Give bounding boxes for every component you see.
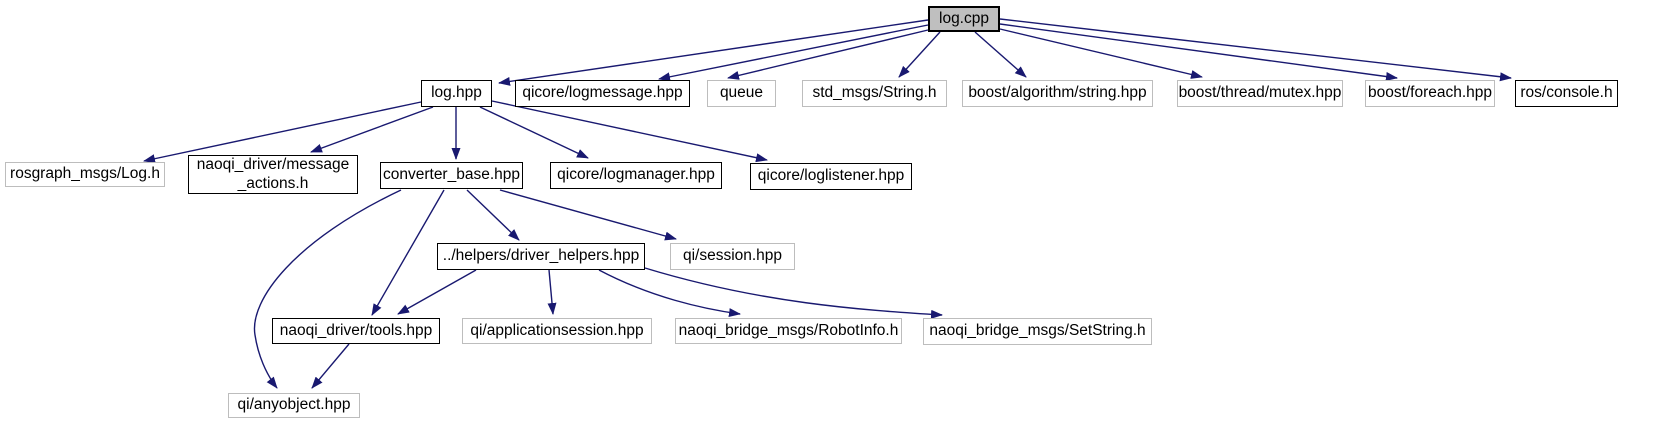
node-label-log-cpp: log.cpp	[939, 9, 989, 27]
edge-log-cpp-to-log-hpp	[498, 19, 929, 86]
node-rosgraph-log: rosgraph_msgs/Log.h	[5, 162, 165, 187]
node-label-qicore-logmessage: qicore/logmessage.hpp	[522, 84, 683, 102]
node-label-boost-foreach: boost/foreach.hpp	[1367, 84, 1493, 102]
node-boost-algorithm: boost/algorithm/string.hpp	[962, 80, 1153, 107]
node-converter-base[interactable]: converter_base.hpp	[380, 162, 523, 189]
node-applicationsession: qi/applicationsession.hpp	[462, 318, 652, 344]
node-qicore-logmanager[interactable]: qicore/logmanager.hpp	[550, 162, 722, 189]
edge-log-hpp-to-message-actions	[310, 106, 434, 153]
edge-converter-base-to-driver-helpers	[466, 189, 520, 241]
node-driver-helpers[interactable]: ../helpers/driver_helpers.hpp	[437, 243, 645, 270]
node-label-setstring: naoqi_bridge_msgs/SetString.h	[929, 322, 1146, 340]
node-label-boost-algorithm: boost/algorithm/string.hpp	[968, 84, 1147, 102]
node-label-log-hpp: log.hpp	[431, 84, 482, 102]
edge-log-cpp-to-boost-foreach	[999, 23, 1398, 81]
node-label-qicore-loglistener: qicore/loglistener.hpp	[757, 167, 905, 185]
node-qi-session: qi/session.hpp	[670, 243, 795, 270]
edge-converter-base-to-qi-session	[499, 189, 677, 241]
node-qicore-loglistener[interactable]: qicore/loglistener.hpp	[750, 163, 912, 190]
edge-converter-base-to-tools	[371, 189, 445, 316]
node-boost-mutex: boost/thread/mutex.hpp	[1177, 80, 1343, 107]
node-label-driver-helpers: ../helpers/driver_helpers.hpp	[442, 247, 640, 265]
node-label-message-actions: naoqi_driver/message _actions.h	[196, 155, 350, 192]
edge-log-cpp-to-boost-mutex	[999, 28, 1203, 79]
node-label-qi-session: qi/session.hpp	[682, 247, 783, 265]
node-label-tools: naoqi_driver/tools.hpp	[279, 321, 433, 339]
node-label-robotinfo: naoqi_bridge_msgs/RobotInfo.h	[678, 321, 899, 339]
edge-tools-to-qi-anyobject	[311, 343, 350, 389]
edge-log-hpp-to-rosgraph-log	[143, 101, 422, 164]
edge-log-cpp-to-ros-console	[999, 18, 1512, 82]
node-label-qi-anyobject: qi/anyobject.hpp	[237, 396, 351, 414]
edge-log-cpp-to-queue	[727, 29, 929, 80]
node-label-applicationsession: qi/applicationsession.hpp	[470, 321, 644, 339]
node-log-cpp: log.cpp	[928, 6, 1000, 32]
edge-log-cpp-to-qicore-logmessage	[658, 24, 929, 82]
node-qi-anyobject: qi/anyobject.hpp	[228, 393, 360, 418]
node-label-rosgraph-log: rosgraph_msgs/Log.h	[10, 165, 160, 183]
node-label-ros-console: ros/console.h	[1520, 84, 1613, 102]
node-label-qicore-logmanager: qicore/logmanager.hpp	[557, 166, 715, 184]
edge-log-hpp-to-qicore-logmanager	[479, 106, 589, 159]
node-setstring: naoqi_bridge_msgs/SetString.h	[923, 318, 1152, 345]
node-message-actions[interactable]: naoqi_driver/message _actions.h	[188, 155, 358, 194]
edge-converter-base-to-qi-anyobject	[253, 189, 402, 389]
node-label-boost-mutex: boost/thread/mutex.hpp	[1178, 84, 1342, 102]
edge-log-cpp-to-std-msgs-string	[898, 31, 941, 78]
edge-driver-helpers-to-applicationsession	[547, 269, 557, 315]
edge-driver-helpers-to-robotinfo	[598, 269, 741, 317]
node-boost-foreach: boost/foreach.hpp	[1365, 80, 1495, 107]
node-queue: queue	[707, 80, 776, 107]
edge-log-hpp-to-qicore-loglistener	[491, 100, 768, 163]
edge-driver-helpers-to-tools	[397, 269, 477, 315]
node-log-hpp[interactable]: log.hpp	[421, 80, 492, 107]
node-label-converter-base: converter_base.hpp	[382, 166, 520, 184]
edge-log-cpp-to-boost-algorithm	[974, 31, 1027, 78]
edge-driver-helpers-to-setstring	[644, 267, 943, 319]
node-ros-console[interactable]: ros/console.h	[1515, 80, 1618, 107]
node-tools[interactable]: naoqi_driver/tools.hpp	[272, 318, 440, 344]
node-label-std-msgs-string: std_msgs/String.h	[812, 84, 937, 102]
node-qicore-logmessage[interactable]: qicore/logmessage.hpp	[515, 80, 690, 107]
node-robotinfo: naoqi_bridge_msgs/RobotInfo.h	[675, 318, 902, 344]
node-std-msgs-string: std_msgs/String.h	[802, 80, 947, 107]
node-label-queue: queue	[719, 84, 764, 102]
